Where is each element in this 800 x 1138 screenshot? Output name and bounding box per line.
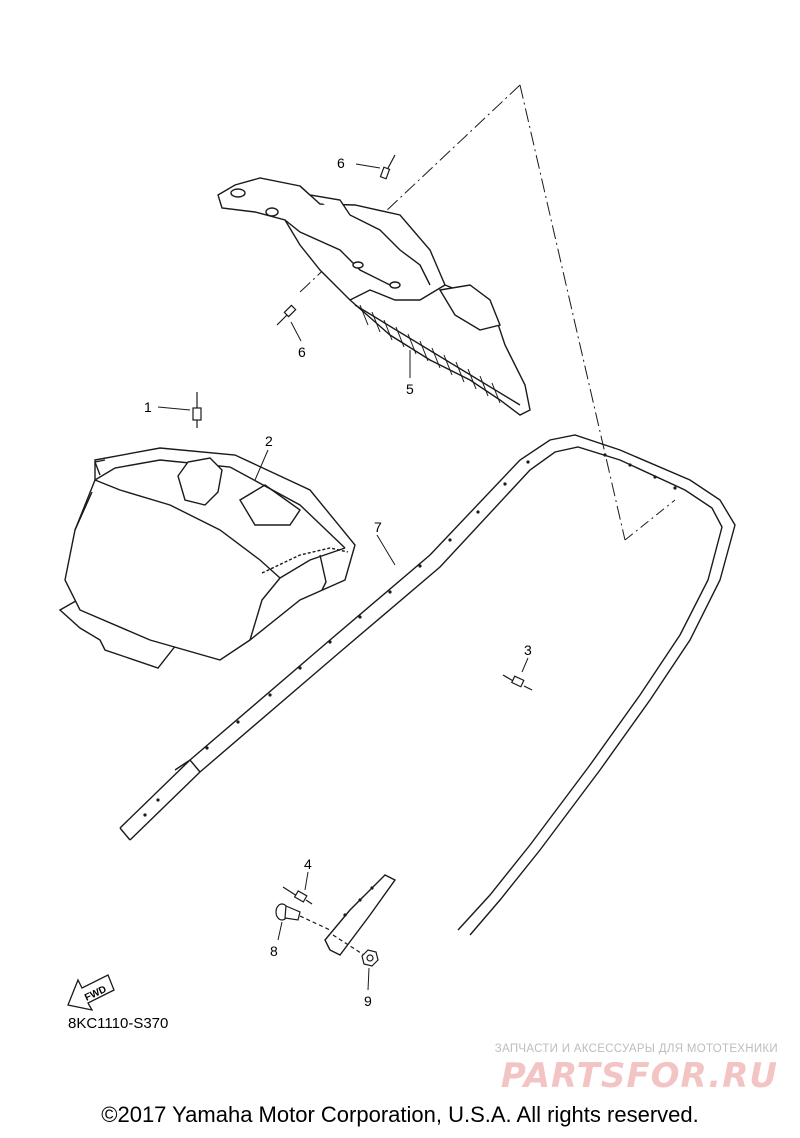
watermark-brand-logo: PARTSFOR.RU <box>500 1056 778 1096</box>
callout-1: 1 <box>144 399 152 415</box>
part-1-rivet <box>192 392 202 428</box>
callout-4: 4 <box>304 856 312 872</box>
fwd-arrow-icon: FWD <box>67 974 115 1011</box>
part-8-bolt <box>275 903 331 931</box>
part-6-rivet-lower <box>276 304 297 326</box>
callout-6-upper: 6 <box>337 155 345 171</box>
callout-7: 7 <box>374 519 382 535</box>
part-4-rivet <box>282 886 313 905</box>
copyright-notice: ©2017 Yamaha Motor Corporation, U.S.A. A… <box>101 1102 699 1127</box>
callout-6-lower: 6 <box>298 344 306 360</box>
watermark-tagline: ЗАПЧАСТИ И АКСЕССУАРЫ ДЛЯ МОТОТЕХНИКИ <box>494 1043 778 1055</box>
diagram-reference-code: 8KC1110-S370 <box>68 1015 169 1032</box>
part-3-rivet <box>502 674 533 691</box>
callout-5: 5 <box>406 381 414 397</box>
part-7-frame <box>119 434 736 956</box>
callout-3: 3 <box>524 642 532 658</box>
callout-9: 9 <box>364 993 372 1009</box>
callout-8: 8 <box>270 943 278 959</box>
callout-2: 2 <box>265 433 273 449</box>
part-6-rivet-upper <box>379 154 396 180</box>
part-5-bracket <box>217 177 531 416</box>
part-2-storage-bag <box>58 447 356 669</box>
leader-lines <box>157 163 529 991</box>
part-9-nut <box>332 934 379 967</box>
